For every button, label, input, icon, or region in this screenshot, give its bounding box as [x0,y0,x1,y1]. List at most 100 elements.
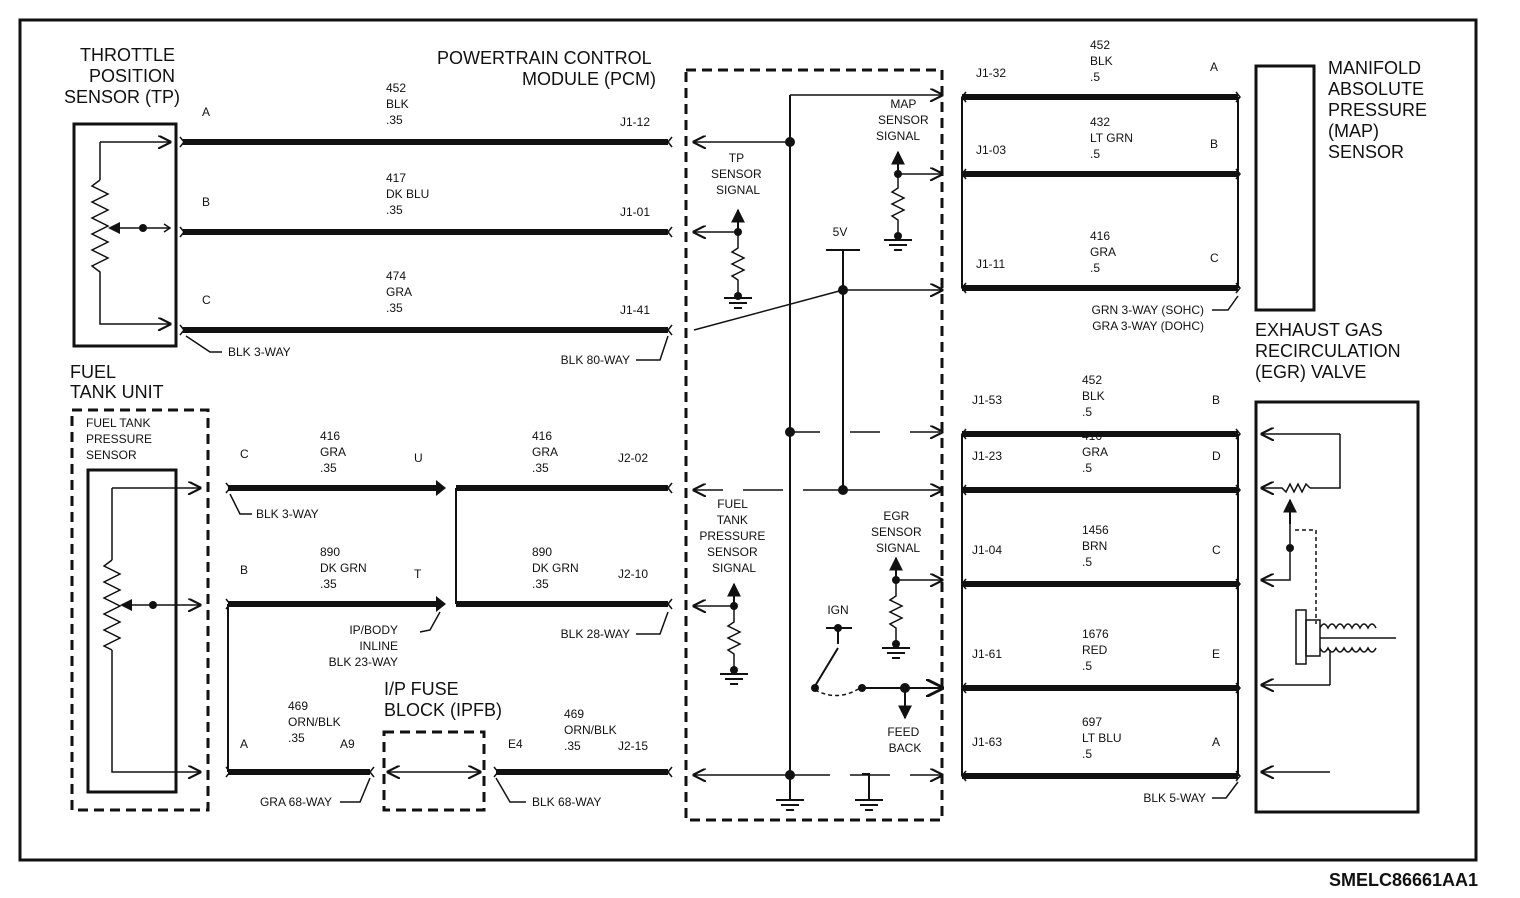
egr-pin-label: C [1212,543,1221,557]
fuel-signal-line: PRESSURE [699,529,765,543]
map-wire-label: .5 [1090,261,1100,275]
egr-pcm-pin-label: J1-63 [972,735,1002,749]
ipfb-label-line: BLOCK (IPFB) [384,700,502,720]
fuel-pcm-connector-label: BLK 28-WAY [561,627,630,641]
fuel-wire-label: .35 [320,461,337,475]
svg-text:FUEL TANK PRESSURE: FUEL TANK PRESSURE SENSOR SIGNAL [699,497,768,575]
egr-signal-line: SIGNAL [876,541,920,555]
map-wire-label: .5 [1090,147,1100,161]
map-label-line: PRESSURE [1328,100,1427,120]
map-wire-label: .5 [1090,70,1100,84]
ipfb-left-callout [340,777,371,803]
fuel-wire-label: 416 [532,429,552,443]
pcm-internal-circuit [694,95,942,811]
map-label-line: MANIFOLD [1328,58,1421,78]
svg-text:TP SENSOR SIGNAL: TP SENSOR SIGNAL [711,151,765,197]
egr-wire-label: .5 [1082,555,1092,569]
fuel-wire-label: 469 [564,707,584,721]
ftps-label-line: SENSOR [86,448,137,462]
tp-wire-label: 474 [386,269,406,283]
tp-signal-line: TP [729,151,744,165]
svg-text:MAP SENSOR SIGNAL: MAP SENSOR SIGNAL [876,97,932,143]
fuel-sensor-connector-label: BLK 3-WAY [256,507,319,521]
egr-wire-label: 1676 [1082,627,1109,641]
inline-connector-label: IP/BODY [349,623,398,637]
egr-wire-label: .5 [1082,747,1092,761]
egr-label-line: EXHAUST GAS [1255,320,1383,340]
tp-pin-label: B [202,195,210,209]
inline-connector-callout [419,611,441,633]
tp-pcm-pin-label: J1-41 [620,303,650,317]
egr-wire-label: .5 [1082,405,1092,419]
egr-wire-label: RED [1082,643,1108,657]
map-connector-callout [1212,295,1239,311]
map-wire-label: 452 [1090,38,1110,52]
feedback-line: BACK [889,741,922,755]
map-sensor-box [1254,64,1316,312]
egr-wire-label: LT BLU [1082,731,1122,745]
egr-signal-line: EGR [883,509,909,523]
tp-pcm-connector-label: BLK 80-WAY [561,353,630,367]
egr-wire-label: BRN [1082,539,1107,553]
svg-text:FEED BACK: FEED BACK [887,725,922,755]
map-wire-label: BLK [1090,54,1113,68]
egr-pin-label: A [1212,735,1220,749]
ipfb-right-callout [495,777,526,803]
ipfb-pin-label: A9 [340,737,355,751]
egr-wire-label: BLK [1082,389,1105,403]
egr-wire-label: 416 [1082,429,1102,443]
fuel-wire-label: 416 [320,429,340,443]
fuel-wire-label: 890 [532,545,552,559]
ign-label: IGN [827,603,848,617]
map-pcm-pin-label: J1-03 [976,143,1006,157]
tp-wire-label: GRA [386,285,412,299]
map-wire-label: 432 [1090,115,1110,129]
map-connector-label: GRA 3-WAY (DOHC) [1092,319,1204,333]
tp-signal-line: SENSOR [711,167,762,181]
fuel-wire-label: 469 [288,699,308,713]
fuel-wire-label: ORN/BLK [564,723,617,737]
map-wire-label: 416 [1090,229,1110,243]
tp-signal-line: SIGNAL [716,183,760,197]
fuel-wire-label: ORN/BLK [288,715,341,729]
pcm-label: POWERTRAIN CONTROL MODULE (PCM) [437,48,656,89]
feedback-line: FEED [887,725,919,739]
egr-connector-callout [1212,781,1239,799]
fuel-tank-label-line: FUEL [70,362,116,382]
egr-valve-box [1254,400,1420,814]
map-label-line: ABSOLUTE [1328,79,1424,99]
map-wire-label: GRA [1090,245,1116,259]
five-v-label: 5V [833,225,848,239]
tp-wire-label: 452 [386,81,406,95]
egr-wires [961,428,1241,782]
tp-sensor-connector-callout [185,335,222,353]
fuel-wire-label: .35 [564,739,581,753]
inline-pin-label: T [414,567,422,581]
egr-pcm-pin-label: J1-61 [972,647,1002,661]
fuel-tank-label-line: TANK UNIT [70,382,164,402]
tp-label-line: THROTTLE [80,45,175,65]
fuel-tank-pressure-sensor-label: FUEL TANK PRESSURE SENSOR [86,416,155,462]
egr-pin-label: B [1212,393,1220,407]
tp-wire-label: .35 [386,113,403,127]
tp-label-line: POSITION [89,66,175,86]
ftps-label-line: FUEL TANK [86,416,150,430]
egr-pin-label: E [1212,647,1220,661]
fuel-wires [225,480,673,778]
pcm-label-line: MODULE (PCM) [522,69,656,89]
map-connector-label: GRN 3-WAY (SOHC) [1092,303,1204,317]
fuel-pin-label: A [240,737,248,751]
diagram-id: SMELC86661AA1 [1329,870,1478,890]
tp-wire-label: .35 [386,203,403,217]
tp-label-line: SENSOR (TP) [64,87,180,107]
map-label-line: (MAP) [1328,121,1379,141]
fuel-pcm-connector-callout [636,611,669,635]
tp-wire-label: BLK [386,97,409,111]
fuel-signal-line: FUEL [717,497,748,511]
ipfb-box [382,730,486,812]
inline-pin-label: U [414,451,423,465]
egr-label-line: RECIRCULATION [1255,341,1401,361]
fuel-wire-label: .35 [532,577,549,591]
map-pin-label: B [1210,137,1218,151]
tp-wire-label: .35 [386,301,403,315]
